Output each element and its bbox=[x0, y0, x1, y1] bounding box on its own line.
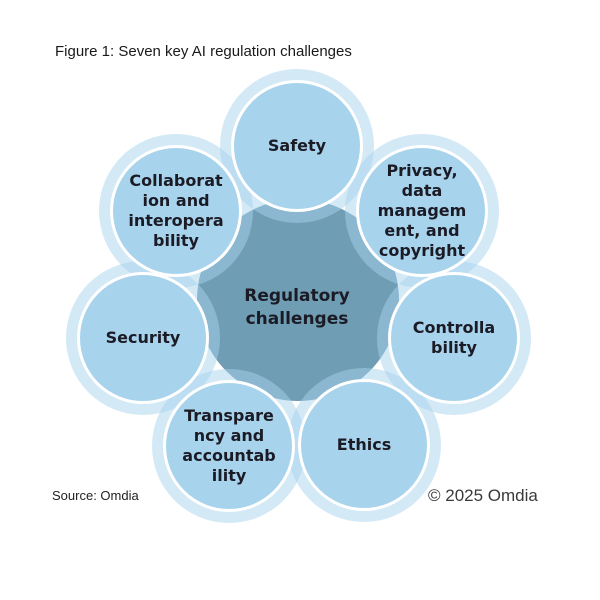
center-circle-label: Regulatory challenges bbox=[244, 286, 350, 329]
circle-privacy-label: Privacy, data managem ent, and copyright bbox=[377, 161, 467, 260]
circle-transparency bbox=[163, 380, 295, 512]
circle-security bbox=[77, 272, 209, 404]
circle-collaboration-label: Collaborat ion and interopera bility bbox=[128, 171, 224, 250]
circle-privacy bbox=[356, 145, 488, 277]
circle-security-label: Security bbox=[105, 328, 181, 347]
figure-title: Figure 1: Seven key AI regulation challe… bbox=[55, 43, 352, 60]
circle-safety-label: Safety bbox=[267, 136, 327, 155]
circle-collaboration bbox=[110, 145, 242, 277]
circle-controllability-label: Controlla bility bbox=[412, 318, 496, 357]
circle-safety bbox=[231, 80, 363, 212]
circle-ethics-label: Ethics bbox=[336, 435, 392, 454]
circle-ethics bbox=[298, 379, 430, 511]
source-note: Source: Omdia bbox=[52, 488, 139, 503]
copyright-note: © 2025 Omdia bbox=[428, 486, 538, 505]
circle-transparency-label: Transpare ncy and accountab ility bbox=[182, 406, 276, 485]
circle-controllability bbox=[388, 272, 520, 404]
